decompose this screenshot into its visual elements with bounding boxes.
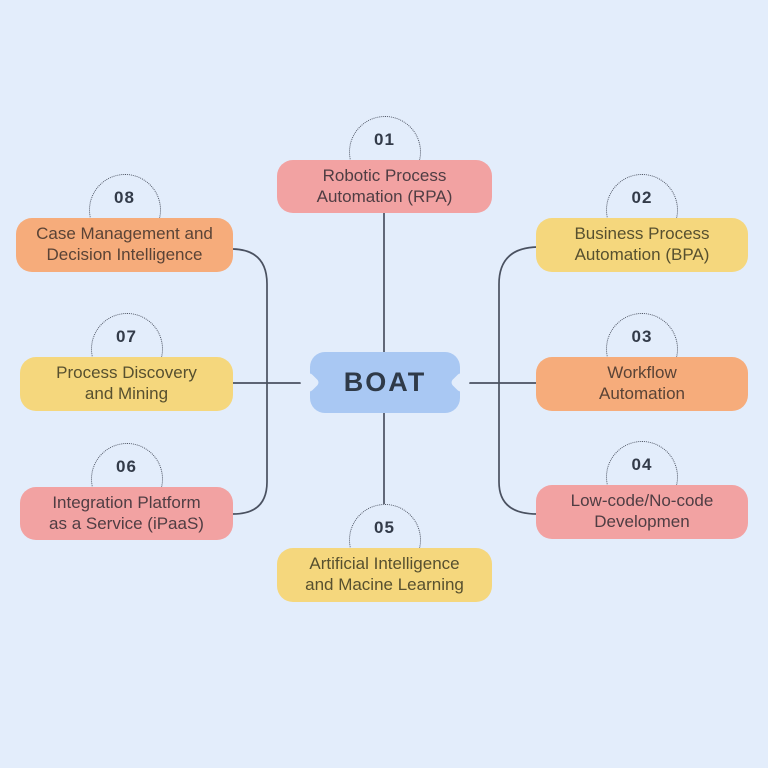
node-06-label-line2: as a Service (iPaaS) <box>49 513 204 533</box>
node-03-number: 03 <box>631 327 653 346</box>
node-05-number: 05 <box>374 518 395 537</box>
node-04-box: Low-code/No-code Developmen <box>536 485 748 539</box>
node-06-box: Integration Platform as a Service (iPaaS… <box>20 487 233 540</box>
node-01-label-line1: Robotic Process <box>322 165 447 185</box>
node-01-label-line2: Automation (RPA) <box>316 186 453 206</box>
topic-node-03: 03 Workflow Automation <box>536 313 748 411</box>
node-03-label-line2: Automation <box>599 384 685 403</box>
node-08-box: Case Management and Decision Intelligenc… <box>16 218 233 272</box>
center-node-label: BOAT <box>343 367 427 397</box>
center-node: BOAT <box>298 352 472 413</box>
center-node-box: BOAT <box>298 352 472 413</box>
node-08-label-line1: Case Management and <box>36 224 213 244</box>
node-02-number: 02 <box>631 188 653 207</box>
node-05-label-line2: and Macine Learning <box>305 575 464 594</box>
node-07-label-line1: Process Discovery <box>56 363 197 383</box>
topic-node-04: 04 Low-code/No-code Developmen <box>536 441 748 539</box>
node-03-label-line1: Workflow <box>607 363 677 383</box>
node-02-label-line2: Automation (BPA) <box>574 245 710 264</box>
node-07-box: Process Discovery and Mining <box>20 357 233 411</box>
node-08-label-line2: Decision Intelligence <box>46 245 203 264</box>
connector-branch-left <box>232 248 268 515</box>
node-07-number: 07 <box>116 327 137 346</box>
connector-branch-right <box>498 246 538 515</box>
topic-node-07: 07 Process Discovery and Mining <box>20 313 233 411</box>
node-02-label-line1: Business Process <box>574 224 710 244</box>
topic-node-02: 02 Business Process Automation (BPA) <box>536 174 748 272</box>
topic-node-01: 01 Robotic Process Automation (RPA) <box>277 116 492 213</box>
node-04-label-line1: Low-code/No-code <box>570 491 714 511</box>
node-02-box: Business Process Automation (BPA) <box>536 218 748 272</box>
node-01-box: Robotic Process Automation (RPA) <box>277 160 492 213</box>
node-01-number: 01 <box>374 130 395 149</box>
node-07-label-line2: and Mining <box>84 384 169 403</box>
topic-node-05: 05 Artificial Intelligence and Macine Le… <box>277 504 492 602</box>
topic-node-06: 06 Integration Platform as a Service (iP… <box>20 443 233 540</box>
node-08-number: 08 <box>114 188 135 207</box>
node-06-label-line1: Integration Platform <box>52 492 201 512</box>
node-06-number: 06 <box>116 457 137 476</box>
node-05-label-line1: Artificial Intelligence <box>309 554 460 574</box>
node-04-number: 04 <box>631 455 653 474</box>
node-04-label-line2: Developmen <box>594 512 690 531</box>
node-03-box: Workflow Automation <box>536 357 748 411</box>
node-05-box: Artificial Intelligence and Macine Learn… <box>277 548 492 602</box>
topic-node-08: 08 Case Management and Decision Intellig… <box>16 174 233 272</box>
